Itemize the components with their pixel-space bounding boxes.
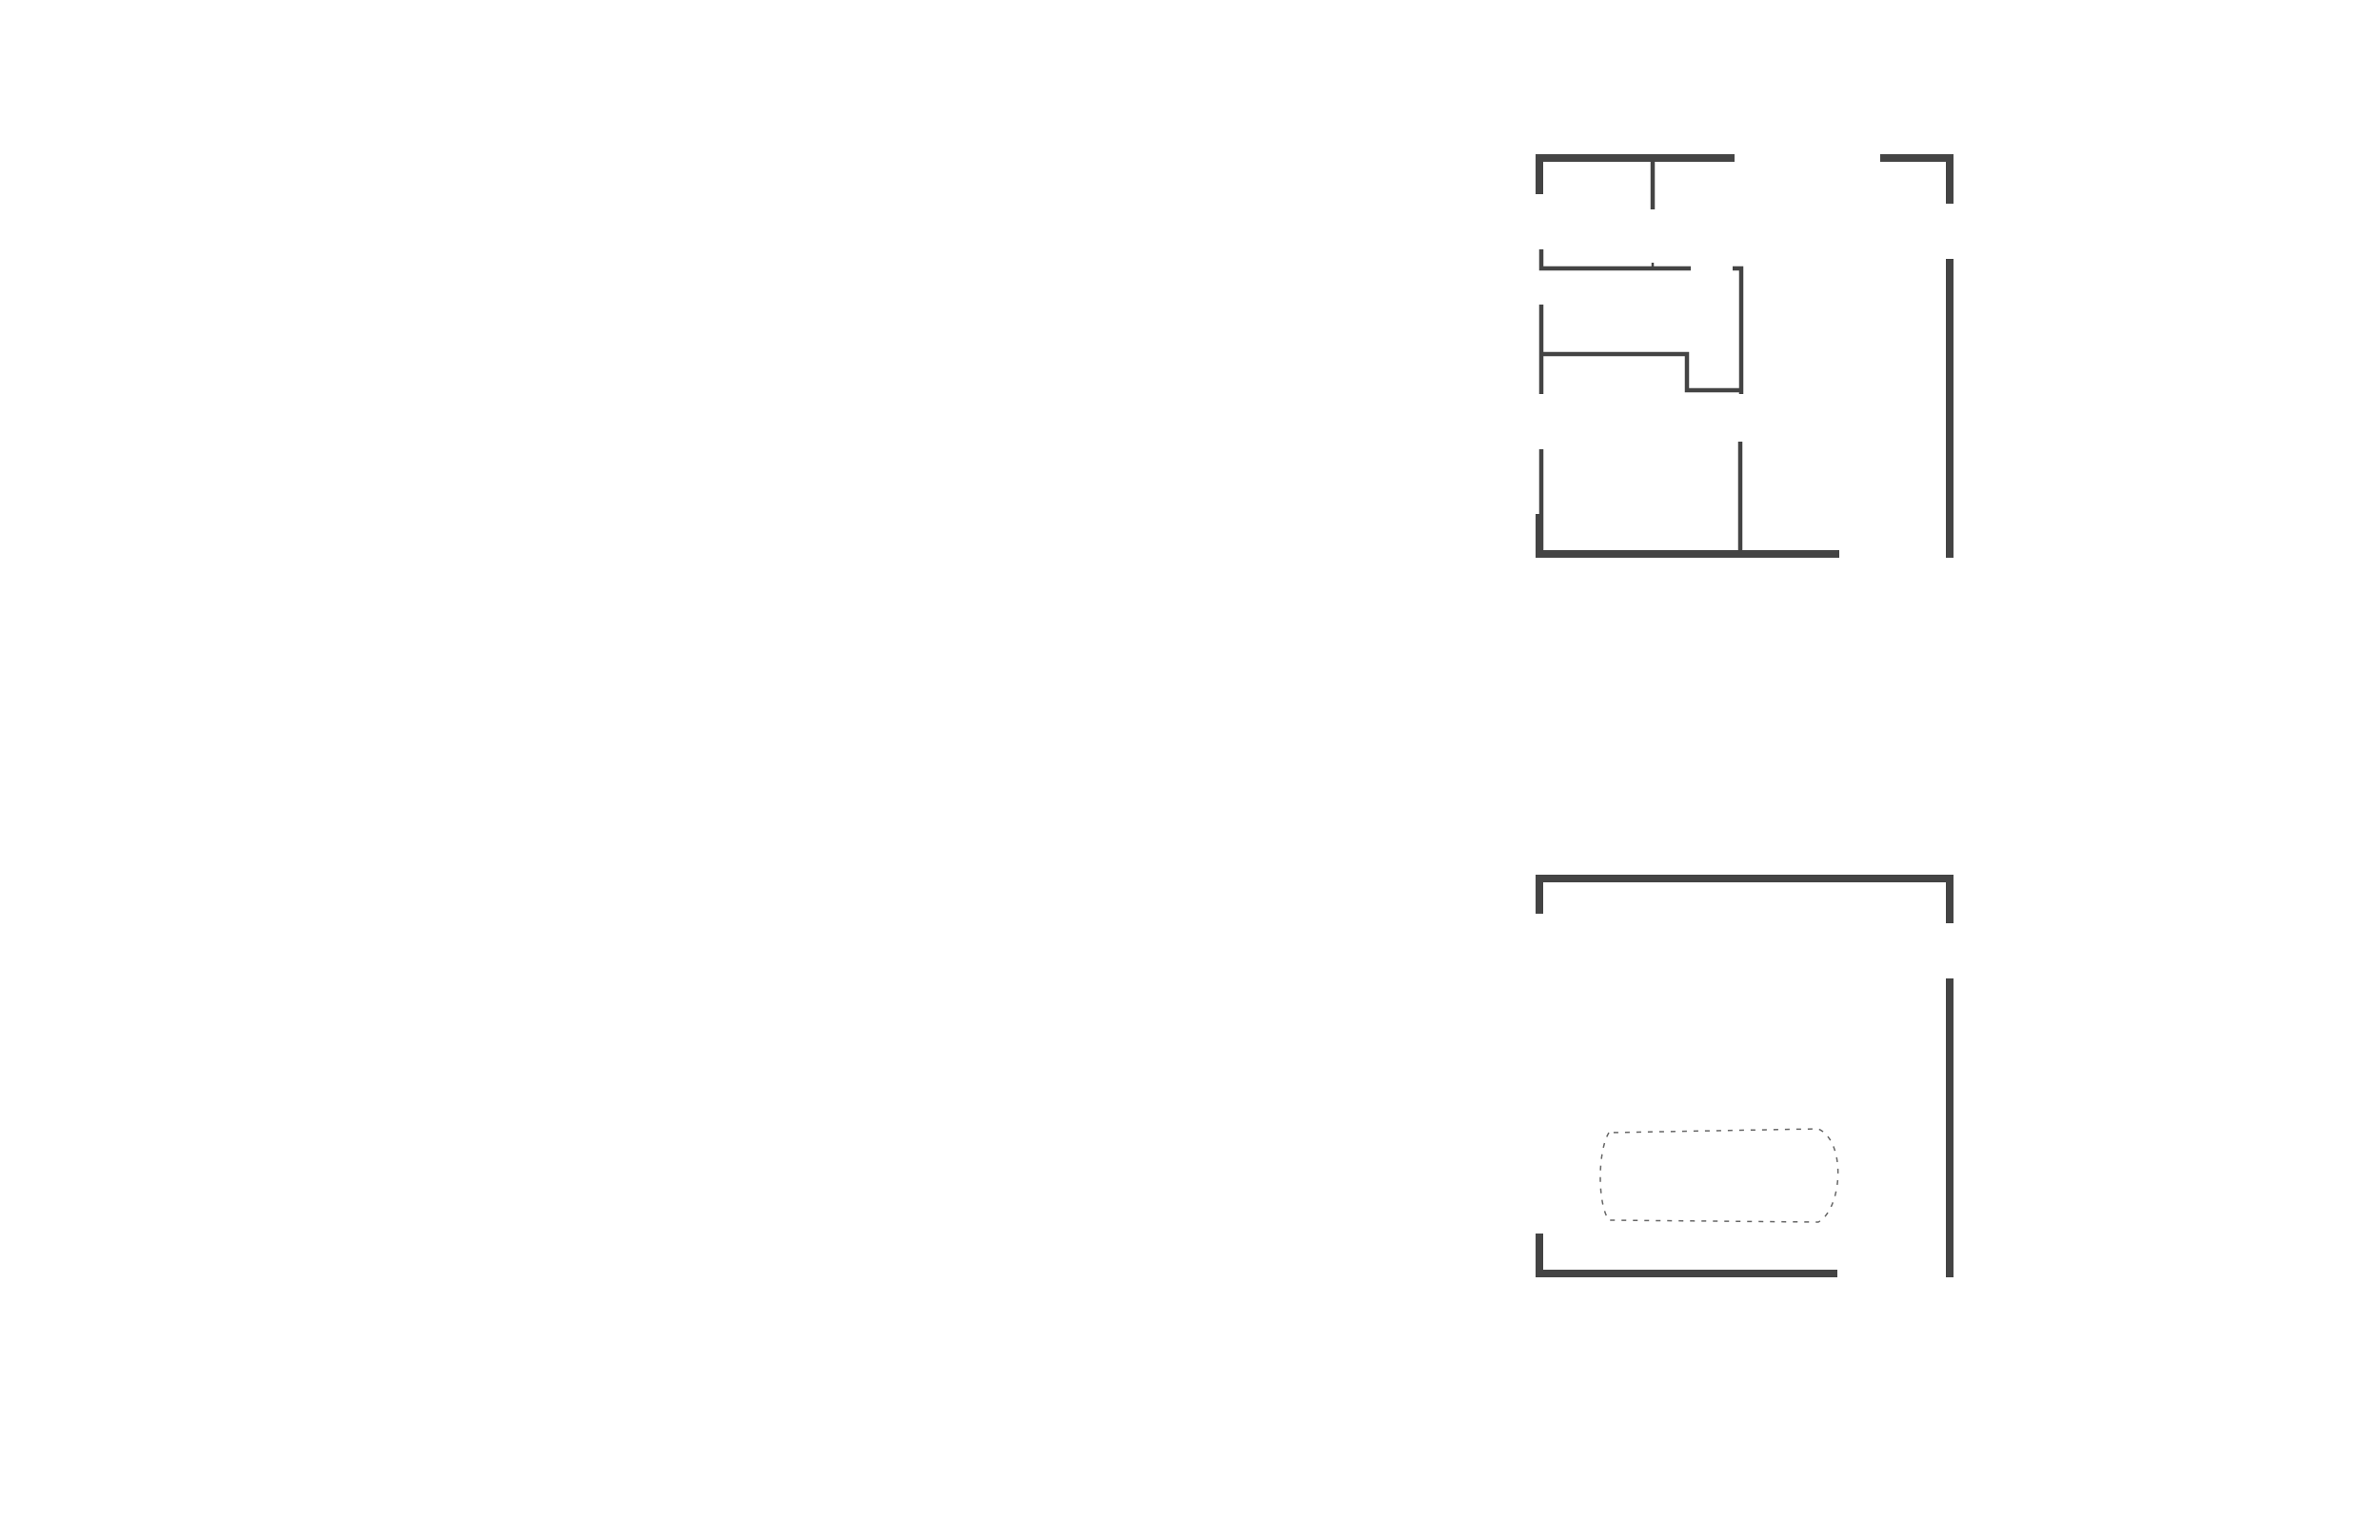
upper-top-wall-right — [1880, 154, 1954, 204]
upper-room-step-wall — [1541, 351, 1740, 393]
lower-bottom-wall — [1536, 1234, 1837, 1277]
lower-top-wall — [1536, 875, 1954, 923]
upper-room-wall-right — [1733, 266, 1744, 394]
lower-floor-plan — [1536, 875, 1954, 1277]
upper-bottom-wall — [1536, 514, 1839, 558]
upper-closet-wall — [1538, 249, 1691, 271]
lower-fixture-outline — [1599, 1128, 1839, 1223]
upper-floor-plan — [1536, 154, 1954, 558]
upper-top-wall-left — [1536, 154, 1735, 194]
